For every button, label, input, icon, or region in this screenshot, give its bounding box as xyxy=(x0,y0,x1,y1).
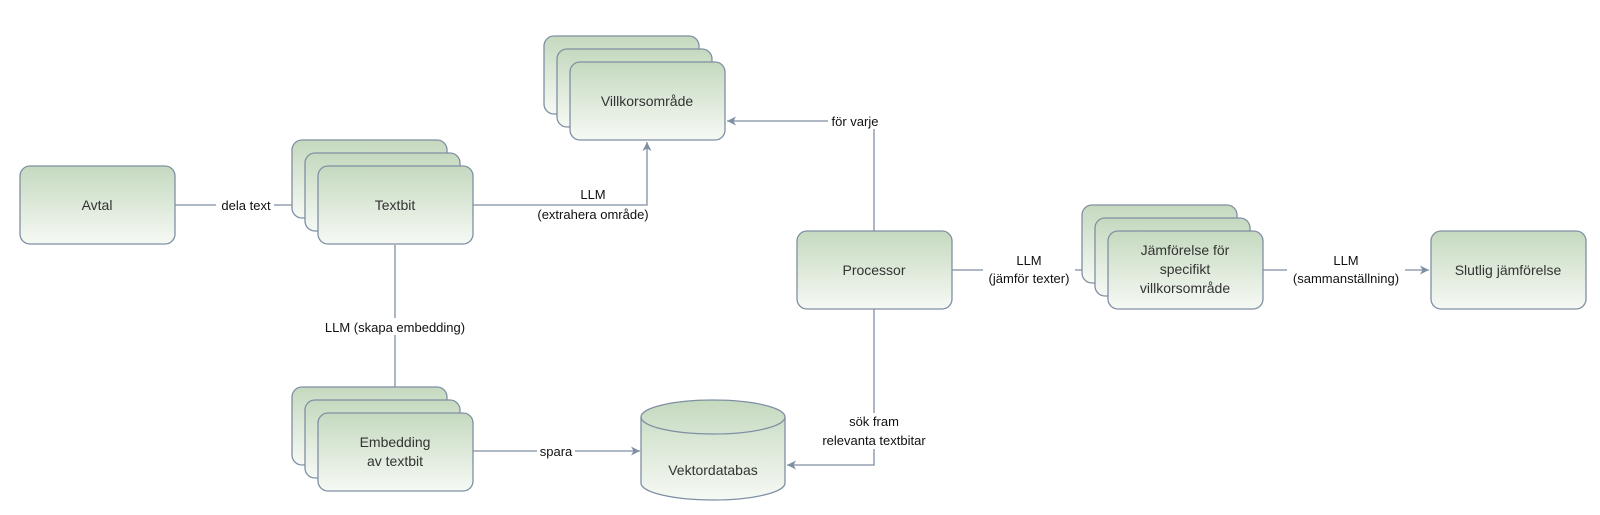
edge-sok-fram xyxy=(787,309,875,470)
node-avtal-box xyxy=(19,165,176,245)
node-jamforelse[interactable]: Jämförelse för specifikt villkorsområde xyxy=(1081,204,1264,310)
edge-for-varje xyxy=(727,116,875,231)
edge-label-sammanstallning-line2: (sammanställning) xyxy=(1293,271,1399,286)
node-vektordatabas[interactable]: Vektordatabas xyxy=(640,399,786,501)
edge-labels: dela text LLM (extrahera område) LLM (sk… xyxy=(216,112,1405,459)
edge-label-sok-fram-line2: relevanta textbitar xyxy=(822,433,926,448)
node-villkorsomrade-label: Villkorsområde xyxy=(601,93,694,109)
label-bg xyxy=(537,442,575,459)
node-processor[interactable]: Processor xyxy=(796,230,953,310)
node-slutlig[interactable]: Slutlig jämförelse xyxy=(1430,230,1587,310)
node-avtal-label: Avtal xyxy=(82,197,113,213)
node-embedding-box xyxy=(317,412,474,492)
node-avtal[interactable]: Avtal xyxy=(19,165,176,245)
nodes: Avtal Textbit Villkorsområde Embedding a… xyxy=(19,35,1587,501)
node-villkorsomrade-box xyxy=(569,61,726,141)
node-textbit-label: Textbit xyxy=(375,197,416,213)
edge-label-extrahera-line1: LLM xyxy=(580,187,605,202)
node-jamforelse-label-line2: specifikt xyxy=(1160,261,1211,277)
node-textbit-box xyxy=(317,165,474,245)
node-embedding[interactable]: Embedding av textbit xyxy=(291,386,474,492)
node-processor-box xyxy=(796,230,953,310)
edge-label-jamfor-line2: (jämför texter) xyxy=(989,271,1070,286)
edge-label-skapa-embedding: LLM (skapa embedding) xyxy=(325,320,465,335)
node-vektordatabas-top-rim xyxy=(640,416,786,435)
edge-label-for-varje: för varje xyxy=(832,114,879,129)
label-bg xyxy=(983,251,1075,287)
edge-label-extrahera-line2: (extrahera område) xyxy=(537,207,648,222)
node-textbit[interactable]: Textbit xyxy=(291,139,474,245)
node-processor-label: Processor xyxy=(842,262,905,278)
label-bg xyxy=(828,112,882,129)
edge-extrahera xyxy=(473,142,652,206)
node-embedding-label-line2: av textbit xyxy=(367,453,423,469)
node-jamforelse-box xyxy=(1107,230,1264,310)
label-bg xyxy=(813,413,935,449)
node-slutlig-label: Slutlig jämförelse xyxy=(1455,262,1562,278)
node-jamforelse-label-line3: villkorsområde xyxy=(1140,280,1230,296)
node-vektordatabas-label: Vektordatabas xyxy=(668,462,758,478)
edge-label-dela-text: dela text xyxy=(221,198,271,213)
edge-label-sok-fram-line1: sök fram xyxy=(849,414,899,429)
node-villkorsomrade[interactable]: Villkorsområde xyxy=(543,35,726,141)
node-jamforelse-label-line1: Jämförelse för xyxy=(1141,242,1230,258)
node-vektordatabas-cylinder xyxy=(640,399,786,501)
label-bg xyxy=(216,196,274,213)
label-bg xyxy=(317,318,473,335)
node-slutlig-box xyxy=(1430,230,1587,310)
edge-label-sammanstallning-line1: LLM xyxy=(1333,253,1358,268)
edge-label-jamfor-line1: LLM xyxy=(1016,253,1041,268)
label-bg xyxy=(1287,251,1405,287)
edge-label-spara: spara xyxy=(540,444,573,459)
node-embedding-label-line1: Embedding xyxy=(360,434,431,450)
